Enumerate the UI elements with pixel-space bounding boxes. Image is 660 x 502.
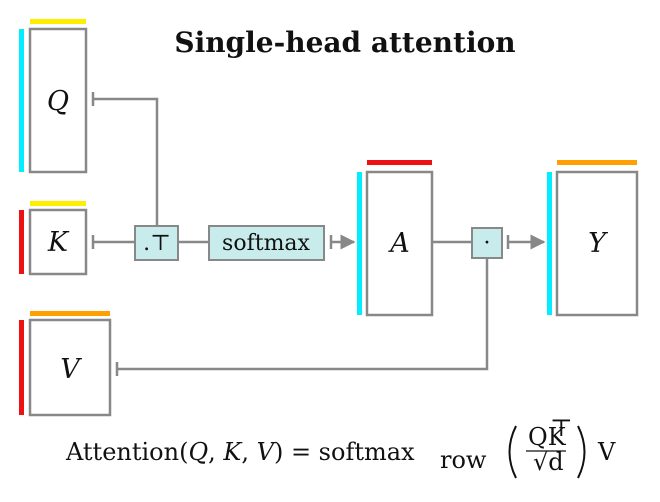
- k-label: K: [47, 227, 70, 258]
- formula-tail-v: V: [597, 438, 616, 466]
- formula-subscript-row: row: [440, 446, 487, 474]
- formula-arg-q: Q: [188, 438, 208, 466]
- formula-paren-right: [577, 425, 586, 479]
- matrix-y: Y: [547, 160, 639, 317]
- attention-formula: Attention(Q, K, V) = softmax row QK ⊤ √d…: [65, 414, 616, 479]
- formula-comma-1: ,: [208, 438, 223, 466]
- formula-lhs: Attention(Q, K, V) = softmax: [65, 438, 415, 466]
- a-top-bar: [367, 160, 432, 165]
- op-softmax: softmax: [208, 225, 325, 261]
- v-label: V: [60, 354, 82, 385]
- q-left-bar: [19, 29, 24, 172]
- formula-comma-2: ,: [241, 438, 256, 466]
- formula-arg-k: K: [222, 438, 243, 466]
- softmax-label: softmax: [222, 231, 310, 256]
- formula-numerator: QK: [528, 423, 567, 451]
- transpose-box: [134, 225, 179, 261]
- formula-paren-left: [508, 425, 517, 479]
- y-top-bar: [557, 160, 637, 165]
- q-box: [28, 27, 88, 174]
- dot-box: [471, 227, 503, 259]
- wire-v-to-dot: [117, 258, 489, 371]
- v-top-bar: [30, 311, 110, 316]
- dot-label: ·: [484, 231, 491, 256]
- y-box: [555, 170, 639, 317]
- softmax-box: [208, 225, 325, 261]
- v-left-bar: [19, 320, 24, 415]
- op-transpose: .⊤: [134, 225, 179, 261]
- formula-num-sup: ⊤: [550, 414, 573, 442]
- formula-denominator: √d: [533, 448, 564, 476]
- q-label: Q: [47, 86, 69, 117]
- a-box: [365, 170, 434, 317]
- a-label: A: [387, 228, 410, 259]
- transpose-label: .⊤: [143, 231, 171, 256]
- y-label: Y: [588, 228, 608, 259]
- matrix-v: V: [19, 311, 112, 417]
- v-box: [28, 318, 112, 417]
- a-left-bar: [357, 172, 362, 315]
- page-title: Single-head attention: [174, 26, 515, 59]
- k-left-bar: [19, 210, 24, 274]
- q-top-bar: [30, 19, 86, 24]
- formula-num-k: K: [548, 423, 567, 451]
- y-left-bar: [547, 172, 552, 315]
- formula-lhs-text: Attention(: [65, 438, 188, 466]
- wires: [91, 92, 546, 376]
- op-dot: ·: [471, 227, 503, 259]
- k-box: [28, 208, 88, 276]
- formula-softmax: ) = softmax: [274, 438, 415, 466]
- matrix-k: K: [19, 201, 88, 276]
- matrix-a: A: [357, 160, 434, 317]
- formula-arg-v: V: [257, 438, 277, 466]
- formula-num-q: Q: [528, 423, 548, 451]
- wire-q-to-transpose: [93, 97, 159, 228]
- k-top-bar: [30, 201, 86, 206]
- matrix-q: Q: [19, 19, 88, 174]
